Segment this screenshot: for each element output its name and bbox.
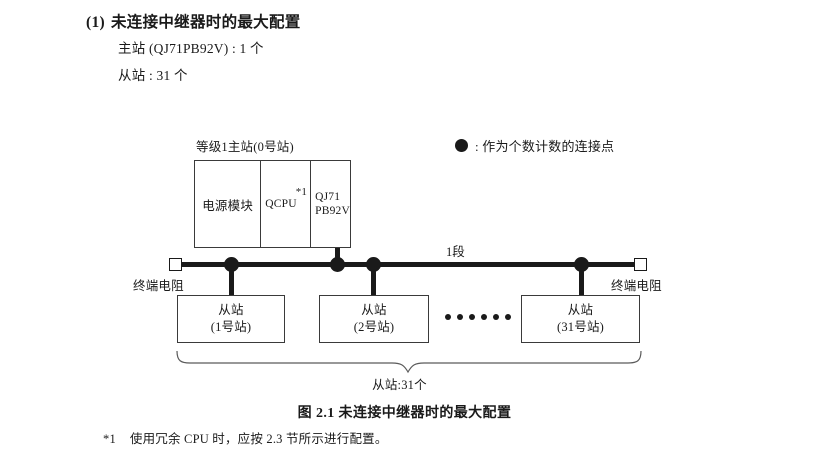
power-module-label: 电源模块: [202, 198, 254, 213]
slave-station-number: (31号站): [556, 320, 605, 334]
legend-label: : 作为个数计数的连接点: [475, 139, 615, 154]
bus-trunk-line: [176, 262, 642, 267]
terminal-resistor-right-icon: [634, 258, 647, 271]
slave2-drop-line: [371, 264, 376, 296]
slave-group-brace: [176, 350, 642, 374]
slave-station-box-1: 从站 (1号站): [177, 295, 285, 343]
slave-station-number: (1号站): [210, 320, 252, 334]
cpu-footnote-mark: *1: [295, 186, 308, 198]
network-module-label-line2: PB92V: [315, 205, 350, 217]
slave1-drop-line: [229, 264, 234, 296]
footnote: *1 使用冗余 CPU 时，应按 2.3 节所示进行配置。: [103, 428, 388, 447]
network-module-label-line1: QJ71: [315, 190, 341, 203]
section-title: 未连接中继器时的最大配置: [110, 14, 301, 31]
segment-label: 1段: [446, 245, 465, 259]
slave-station-box-31: 从站 (31号站): [521, 295, 640, 343]
ellipsis-dot: [445, 314, 451, 320]
master-count-line: 主站 (QJ71PB92V) : 1 个: [118, 41, 264, 56]
network-module-cell: QJ71 PB92V: [311, 161, 350, 247]
terminal-resistor-right-label: 终端电阻: [611, 279, 662, 293]
ellipsis-dots: [445, 314, 511, 320]
legend: : 作为个数计数的连接点: [455, 136, 614, 155]
ellipsis-dot: [469, 314, 475, 320]
filled-circle-icon: [455, 139, 468, 152]
slave-group-caption-wrap: 从站:31个: [0, 374, 821, 393]
slave-group-caption: 从站:31个: [372, 378, 427, 392]
connection-point-master: [330, 257, 345, 272]
brace-icon: [176, 350, 642, 374]
slave-name: 从站: [218, 303, 244, 318]
slave-name: 从站: [567, 303, 594, 318]
ellipsis-dot: [493, 314, 499, 320]
figure-caption-wrap: 图 2.1 未连接中继器时的最大配置: [0, 402, 821, 422]
ellipsis-dot: [505, 314, 511, 320]
power-module-cell: 电源模块: [195, 161, 262, 247]
cpu-module-cell: QCPU *1: [261, 161, 312, 247]
slave-station-box-2: 从站 (2号站): [319, 295, 429, 343]
figure-caption: 图 2.1 未连接中继器时的最大配置: [297, 406, 512, 421]
footnote-text: 使用冗余 CPU 时，应按 2.3 节所示进行配置。: [129, 432, 388, 446]
ellipsis-dot: [481, 314, 487, 320]
footnote-mark: *1: [103, 432, 116, 446]
section-number: (1): [86, 14, 105, 31]
master-station-caption: 等级1主站(0号站): [196, 140, 294, 154]
ellipsis-dot: [457, 314, 463, 320]
slave-name: 从站: [361, 303, 387, 318]
terminal-resistor-left-icon: [169, 258, 182, 271]
slave-station-number: (2号站): [353, 320, 395, 334]
slave31-drop-line: [579, 264, 584, 296]
section-heading: (1) 未连接中继器时的最大配置: [86, 10, 301, 32]
slave-count-line: 从站 : 31 个: [118, 68, 188, 83]
terminal-resistor-left-label: 终端电阻: [133, 279, 184, 293]
cpu-module-label: QCPU: [265, 198, 297, 210]
master-rack: 电源模块 QCPU *1 QJ71 PB92V: [194, 160, 351, 248]
